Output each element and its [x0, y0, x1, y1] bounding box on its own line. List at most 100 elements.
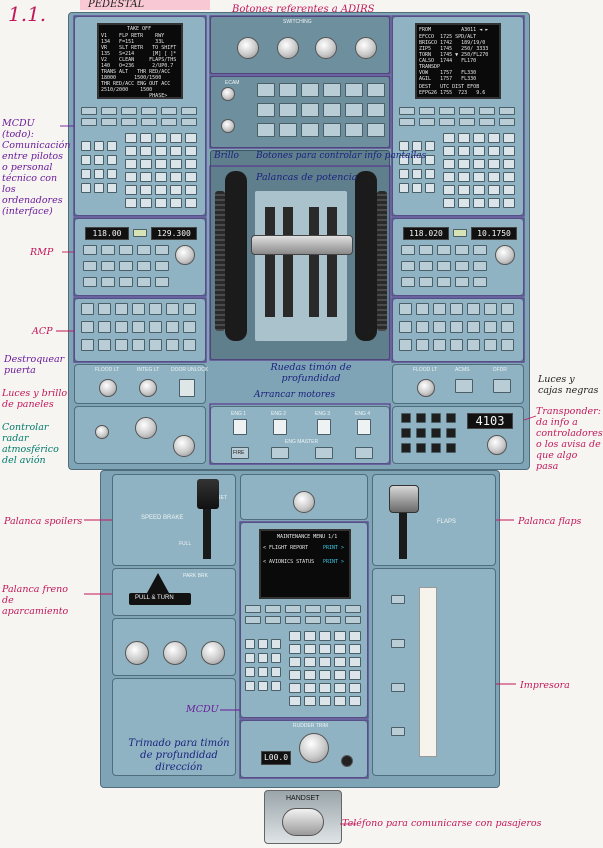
acp-control[interactable]: [132, 339, 145, 351]
ecam-button[interactable]: [323, 123, 341, 137]
mcdu-function-key[interactable]: [459, 118, 475, 126]
mcdu-function-key[interactable]: [245, 616, 261, 624]
mcdu-letter-key[interactable]: [155, 185, 167, 195]
rmp-button[interactable]: [137, 261, 151, 271]
mcdu-letter-key[interactable]: [319, 683, 331, 693]
printer-btn-3[interactable]: [391, 683, 405, 692]
acp-control[interactable]: [149, 303, 162, 315]
mcdu-function-key[interactable]: [345, 616, 361, 624]
mcdu-function-key[interactable]: [141, 118, 157, 126]
mcdu-letter-key[interactable]: [334, 696, 346, 706]
mcdu-letter-key[interactable]: [125, 133, 137, 143]
mcdu-function-key[interactable]: [265, 605, 281, 613]
mcdu-letter-key[interactable]: [155, 198, 167, 208]
transponder-key[interactable]: [416, 428, 426, 438]
acp-control[interactable]: [450, 303, 463, 315]
acp-control[interactable]: [81, 321, 94, 333]
mcdu-letter-key[interactable]: [125, 146, 137, 156]
acp-control[interactable]: [149, 321, 162, 333]
mcdu-letter-key[interactable]: [125, 172, 137, 182]
acp-control[interactable]: [484, 303, 497, 315]
mcdu-letter-key[interactable]: [349, 696, 361, 706]
acp-control[interactable]: [484, 339, 497, 351]
mcdu-function-key[interactable]: [419, 118, 435, 126]
mcdu-letter-key[interactable]: [125, 185, 137, 195]
rmp-left-tuning-knob[interactable]: [175, 245, 195, 265]
acp-control[interactable]: [501, 339, 514, 351]
mcdu-number-key[interactable]: [81, 183, 91, 193]
ecam-button[interactable]: [367, 123, 385, 137]
mcdu-letter-key[interactable]: [488, 146, 500, 156]
integ-lt-knob[interactable]: [139, 379, 157, 397]
printer-btn-2[interactable]: [391, 639, 405, 648]
fire-4-button[interactable]: [355, 447, 373, 459]
mcdu-letter-key[interactable]: [503, 185, 515, 195]
mcdu-function-key[interactable]: [305, 605, 321, 613]
acp-control[interactable]: [149, 339, 162, 351]
acp-control[interactable]: [399, 303, 412, 315]
rmp-button[interactable]: [137, 245, 151, 255]
mcdu-number-key[interactable]: [81, 155, 91, 165]
ecam-button[interactable]: [279, 83, 297, 97]
acp-control[interactable]: [81, 303, 94, 315]
acp-control[interactable]: [98, 321, 111, 333]
mcdu-number-key[interactable]: [412, 141, 422, 151]
acp-control[interactable]: [115, 321, 128, 333]
mcdu-letter-key[interactable]: [170, 159, 182, 169]
mcdu-number-key[interactable]: [425, 169, 435, 179]
ecam-button[interactable]: [301, 123, 319, 137]
rmp-button[interactable]: [101, 277, 115, 287]
mcdu-letter-key[interactable]: [443, 198, 455, 208]
transponder-key[interactable]: [446, 428, 456, 438]
mcdu-letter-key[interactable]: [443, 146, 455, 156]
mcdu-number-key[interactable]: [94, 169, 104, 179]
mcdu-number-key[interactable]: [399, 169, 409, 179]
rmp-button[interactable]: [473, 277, 487, 287]
acp-control[interactable]: [166, 303, 179, 315]
transponder-key[interactable]: [431, 428, 441, 438]
mcdu-number-key[interactable]: [271, 639, 281, 649]
ecam-button[interactable]: [257, 123, 275, 137]
mcdu-function-key[interactable]: [265, 616, 281, 624]
transponder-key[interactable]: [401, 443, 411, 453]
switching-knob-2[interactable]: [277, 37, 299, 59]
mcdu-function-key[interactable]: [161, 118, 177, 126]
rmp-button[interactable]: [473, 261, 487, 271]
fire-1-button[interactable]: [231, 447, 249, 459]
mcdu-letter-key[interactable]: [185, 172, 197, 182]
mcdu-number-key[interactable]: [412, 169, 422, 179]
flood-lt-knob[interactable]: [99, 379, 117, 397]
mcdu-letter-key[interactable]: [458, 133, 470, 143]
mcdu-letter-key[interactable]: [458, 185, 470, 195]
mcdu-function-key[interactable]: [419, 107, 435, 115]
mcdu-letter-key[interactable]: [289, 631, 301, 641]
mcdu-number-key[interactable]: [81, 169, 91, 179]
rmp-button[interactable]: [83, 261, 97, 271]
mcdu-letter-key[interactable]: [443, 159, 455, 169]
mcdu-letter-key[interactable]: [170, 172, 182, 182]
switching-knob-4[interactable]: [355, 37, 377, 59]
mcdu-function-key[interactable]: [285, 605, 301, 613]
acp-control[interactable]: [81, 339, 94, 351]
mcdu-number-key[interactable]: [94, 183, 104, 193]
mcdu-letter-key[interactable]: [185, 185, 197, 195]
mcdu-letter-key[interactable]: [140, 133, 152, 143]
ecam-button[interactable]: [345, 103, 363, 117]
flood-lt-right-knob[interactable]: [417, 379, 435, 397]
mcdu-function-key[interactable]: [181, 118, 197, 126]
ecam-button[interactable]: [257, 83, 275, 97]
mcdu-letter-key[interactable]: [319, 670, 331, 680]
mcdu-number-key[interactable]: [425, 141, 435, 151]
mcdu-letter-key[interactable]: [473, 133, 485, 143]
mcdu-letter-key[interactable]: [170, 146, 182, 156]
acp-control[interactable]: [467, 339, 480, 351]
rmp-button[interactable]: [119, 277, 133, 287]
mcdu-letter-key[interactable]: [319, 696, 331, 706]
mcdu-function-key[interactable]: [101, 107, 117, 115]
ecam-button[interactable]: [279, 103, 297, 117]
rmp-button[interactable]: [101, 245, 115, 255]
mcdu-letter-key[interactable]: [503, 198, 515, 208]
acp-control[interactable]: [399, 321, 412, 333]
transponder-mode-knob[interactable]: [487, 435, 507, 455]
ecam-button[interactable]: [323, 83, 341, 97]
